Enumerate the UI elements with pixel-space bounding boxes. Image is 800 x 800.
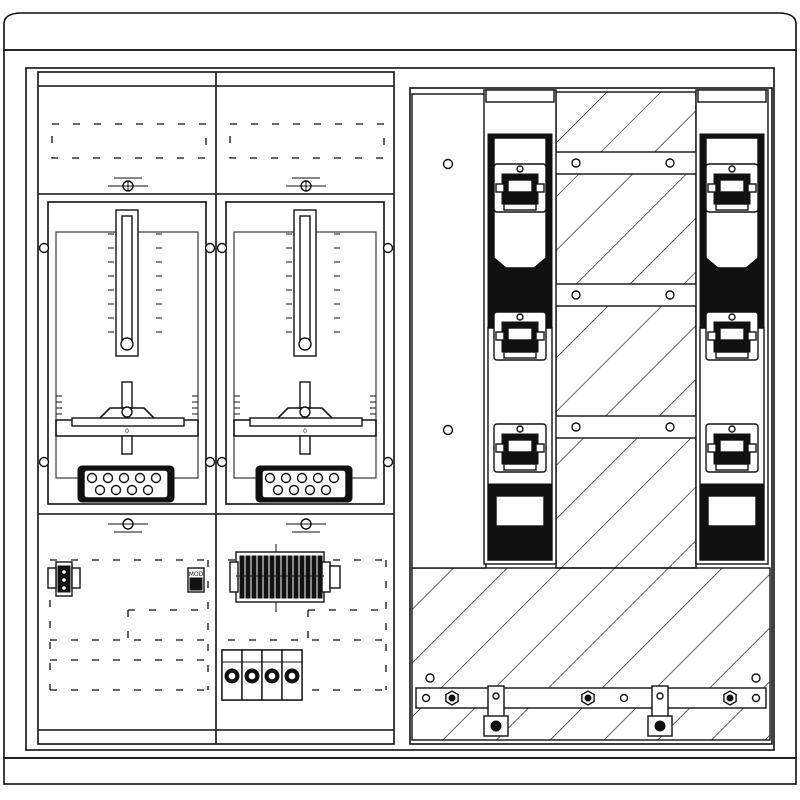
terminal-clamp xyxy=(305,555,311,599)
meter-terminal-cover: 0 xyxy=(233,381,377,455)
cabinet-roof xyxy=(3,12,797,51)
terminal-clamp xyxy=(245,555,251,599)
relay-module-icon xyxy=(47,561,81,597)
terminal-clamp xyxy=(287,555,293,599)
terminal-clamp xyxy=(293,555,299,599)
cabinet-inner-frame xyxy=(25,67,775,751)
small-module-icon: MOD xyxy=(187,567,205,593)
terminal-clamp xyxy=(281,555,287,599)
mounting-hole-icon xyxy=(382,242,394,254)
cabinet-housing xyxy=(3,12,797,785)
fuse-column-right xyxy=(695,89,769,565)
mounting-plate xyxy=(411,93,487,569)
mounting-hole-icon xyxy=(216,242,228,254)
pe-bolts xyxy=(445,690,737,706)
fuse-clamp-icon xyxy=(493,163,547,213)
fuse-clamp-icon xyxy=(493,423,547,473)
fuse-clamp-icon xyxy=(705,423,759,473)
pe-clamp-right-icon xyxy=(647,685,673,737)
fuse-pole-icon xyxy=(241,649,263,701)
four-pole-fuse-base xyxy=(221,649,303,701)
terminal-clamp xyxy=(275,555,281,599)
mounting-hole-icon xyxy=(382,456,394,468)
hex-bolt-icon xyxy=(581,690,595,706)
cover-screw-icon xyxy=(286,177,326,192)
terminal-clamp xyxy=(311,555,317,599)
meter-gauge xyxy=(108,209,162,357)
top-cover-left xyxy=(51,123,207,192)
fuse-switch-disconnectors xyxy=(483,89,769,565)
terminal-label: 0 xyxy=(125,428,129,435)
meter-gauge xyxy=(286,209,340,357)
terminal-clamp xyxy=(317,555,323,599)
fuse-clamp-icon xyxy=(705,163,759,213)
distribution-section xyxy=(409,87,773,745)
distribution-section-frame xyxy=(409,87,773,745)
meter-bay-left: 0 xyxy=(38,201,216,505)
hex-bolt-icon xyxy=(445,690,459,706)
terminal-clamp xyxy=(299,555,305,599)
cross-busbars xyxy=(553,151,699,439)
hex-bolt-icon xyxy=(723,690,737,706)
terminal-block-rail xyxy=(229,544,341,612)
terminal-clamp xyxy=(263,555,269,599)
terminal-label: 0 xyxy=(303,428,307,435)
mounting-hole-icon xyxy=(216,456,228,468)
lower-cover-screw-left-icon xyxy=(108,518,148,533)
small-module-label: MOD xyxy=(189,571,204,578)
terminal-clamp xyxy=(239,555,245,599)
fuse-clamp-icon xyxy=(493,311,547,361)
top-cover-right xyxy=(229,123,385,192)
meter-terminal-cover: 0 xyxy=(55,381,199,455)
mounting-hole-icon xyxy=(38,456,50,468)
neutral-earth-bar xyxy=(415,673,767,737)
terminal-clamp xyxy=(251,555,257,599)
fuse-column-left xyxy=(483,89,557,565)
fuse-pole-icon xyxy=(221,649,243,701)
terminal-clamp xyxy=(269,555,275,599)
mounting-hole-icon xyxy=(204,242,216,254)
mounting-hole-icon xyxy=(38,242,50,254)
lower-cover-screw-right-icon xyxy=(286,518,326,533)
fuse-clamp-icon xyxy=(705,311,759,361)
pe-clamp-left-icon xyxy=(483,685,509,737)
meter-terminal-block xyxy=(77,465,175,503)
terminal-clamp xyxy=(257,555,263,599)
mounting-hole-icon xyxy=(204,456,216,468)
cover-screw-icon xyxy=(108,177,148,192)
cabinet-plinth xyxy=(3,757,797,785)
fuse-pole-icon xyxy=(281,649,303,701)
meter-bay-right: 0 xyxy=(216,201,394,505)
lower-dashed-fields xyxy=(49,559,387,691)
fuse-pole-icon xyxy=(261,649,283,701)
meter-terminal-block xyxy=(255,465,353,503)
hatched-cable-area-lower xyxy=(411,567,771,741)
